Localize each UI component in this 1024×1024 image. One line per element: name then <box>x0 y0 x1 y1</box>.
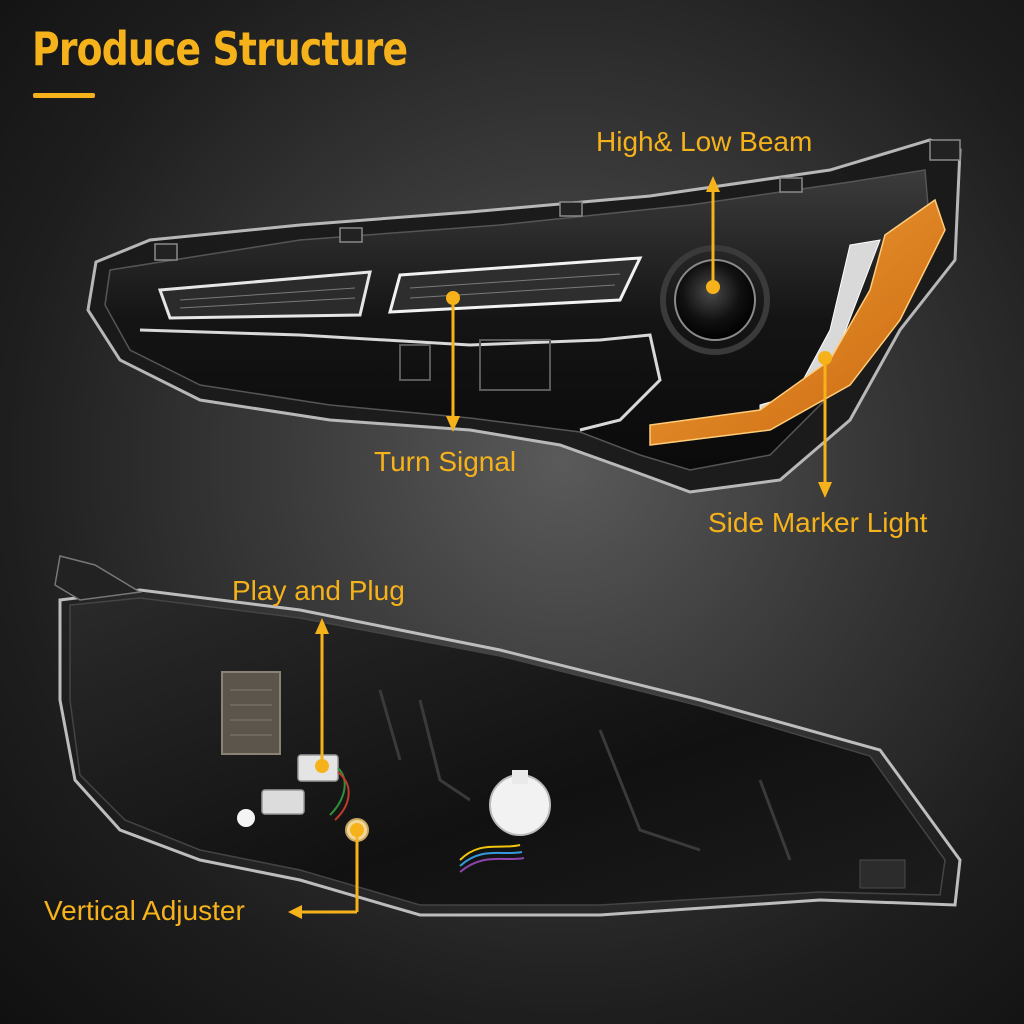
amber-side-marker-lens <box>649 198 946 446</box>
reflector-lines <box>179 273 621 309</box>
pointer-vertical-adjuster <box>288 823 364 919</box>
rear-housing <box>69 597 946 906</box>
plug-connector <box>261 789 305 815</box>
housing-detail <box>479 339 551 391</box>
pointer-turn-signal <box>446 291 460 432</box>
title-underline <box>33 93 95 98</box>
pointer-high-low-beam <box>706 176 720 294</box>
mounting-tabs <box>154 139 961 261</box>
pointer-side-marker-light <box>818 351 832 498</box>
label-turn-signal: Turn Signal <box>374 446 517 477</box>
ballast-module <box>221 671 281 755</box>
label-vertical-adjuster: Vertical Adjuster <box>44 895 245 926</box>
rear-chrome-edge <box>58 588 962 917</box>
pointer-play-and-plug <box>315 618 329 773</box>
rear-label-plate <box>859 859 906 889</box>
headlight-rear-view <box>54 555 962 917</box>
page-title: Produce Structure <box>32 22 408 76</box>
front-housing <box>104 169 931 471</box>
wiring <box>329 767 525 873</box>
rear-ribs <box>378 689 792 861</box>
rear-flange <box>54 555 143 601</box>
adjuster-knob-white <box>237 809 255 827</box>
label-high-low-beam: High& Low Beam <box>596 126 813 157</box>
label-side-marker-light: Side Marker Light <box>708 507 928 538</box>
ballast-ribs <box>230 689 272 736</box>
projector-lens <box>674 259 756 341</box>
headlight-front-view <box>86 138 962 494</box>
chrome-trim <box>139 328 662 432</box>
bulb-dust-cap-tab <box>512 770 528 784</box>
projector-lens-ring <box>660 245 770 355</box>
housing-detail <box>399 344 431 381</box>
label-play-and-plug: Play and Plug <box>232 575 405 606</box>
